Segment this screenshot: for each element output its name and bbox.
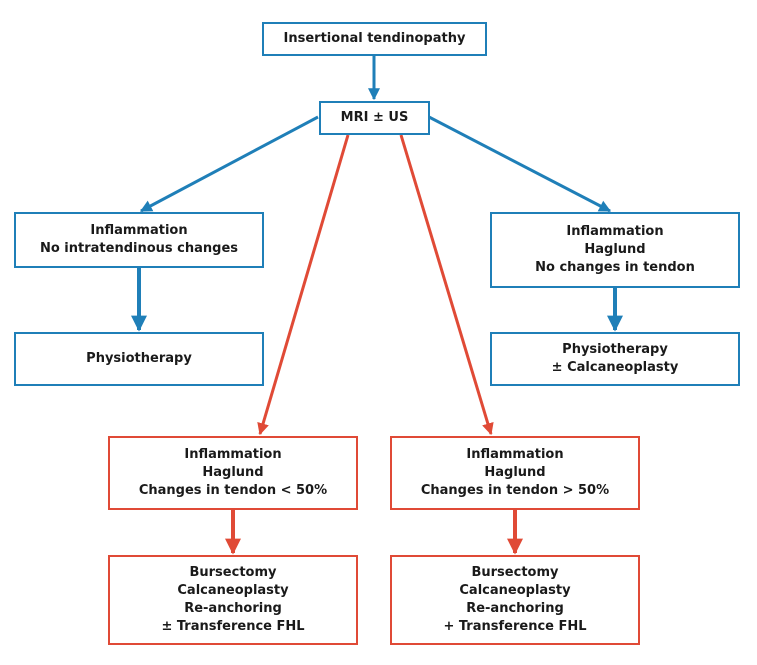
node-right-treatment-line-1: Physiotherapy	[562, 342, 668, 357]
node-right-diagnosis-line-3: No changes in tendon	[535, 260, 695, 275]
node-midleft-diagnosis-line-2: Haglund	[202, 465, 264, 480]
node-midright-treatment-line-2: Calcaneoplasty	[459, 583, 571, 598]
node-midleft-diagnosis: Inflammation Haglund Changes in tendon <…	[108, 436, 358, 510]
arrow-imaging-to-midright	[399, 134, 494, 436]
node-midright-treatment-line-4: + Transference FHL	[443, 619, 587, 634]
node-root-line-1: Insertional tendinopathy	[283, 31, 466, 46]
node-midleft-treatment: Bursectomy Calcaneoplasty Re-anchoring ±…	[108, 555, 358, 645]
node-left-diagnosis-line-2: No intratendinous changes	[39, 241, 239, 256]
node-midleft-treatment-line-1: Bursectomy	[189, 565, 277, 580]
node-left-diagnosis-line-1: Inflammation	[90, 223, 188, 238]
node-right-diagnosis-line-1: Inflammation	[566, 224, 664, 239]
node-right-diagnosis-line-2: Haglund	[584, 242, 646, 257]
node-midright-treatment-line-1: Bursectomy	[471, 565, 559, 580]
node-root: Insertional tendinopathy	[262, 22, 487, 56]
node-midleft-diagnosis-line-1: Inflammation	[184, 447, 282, 462]
node-midleft-diagnosis-line-3: Changes in tendon < 50%	[138, 483, 328, 498]
node-midleft-treatment-line-2: Calcaneoplasty	[177, 583, 289, 598]
node-midright-diagnosis: Inflammation Haglund Changes in tendon >…	[390, 436, 640, 510]
node-midright-diagnosis-line-2: Haglund	[484, 465, 546, 480]
node-midright-diagnosis-line-3: Changes in tendon > 50%	[420, 483, 610, 498]
node-right-diagnosis: Inflammation Haglund No changes in tendo…	[490, 212, 740, 288]
node-midright-diagnosis-line-1: Inflammation	[466, 447, 564, 462]
node-left-treatment-line-1: Physiotherapy	[86, 351, 192, 366]
node-left-treatment: Physiotherapy	[14, 332, 264, 386]
node-imaging-line-1: MRI ± US	[340, 110, 409, 125]
arrow-imaging-to-right	[428, 115, 612, 213]
arrow-imaging-to-midleft	[257, 134, 350, 436]
node-imaging: MRI ± US	[319, 101, 430, 135]
node-midright-treatment-line-3: Re-anchoring	[466, 601, 564, 616]
node-midright-treatment: Bursectomy Calcaneoplasty Re-anchoring +…	[390, 555, 640, 645]
node-right-treatment-line-2: ± Calcaneoplasty	[551, 360, 679, 375]
arrow-imaging-to-left	[139, 115, 319, 213]
node-left-diagnosis: Inflammation No intratendinous changes	[14, 212, 264, 268]
node-midleft-treatment-line-3: Re-anchoring	[184, 601, 282, 616]
node-right-treatment: Physiotherapy ± Calcaneoplasty	[490, 332, 740, 386]
node-midleft-treatment-line-4: ± Transference FHL	[161, 619, 305, 634]
